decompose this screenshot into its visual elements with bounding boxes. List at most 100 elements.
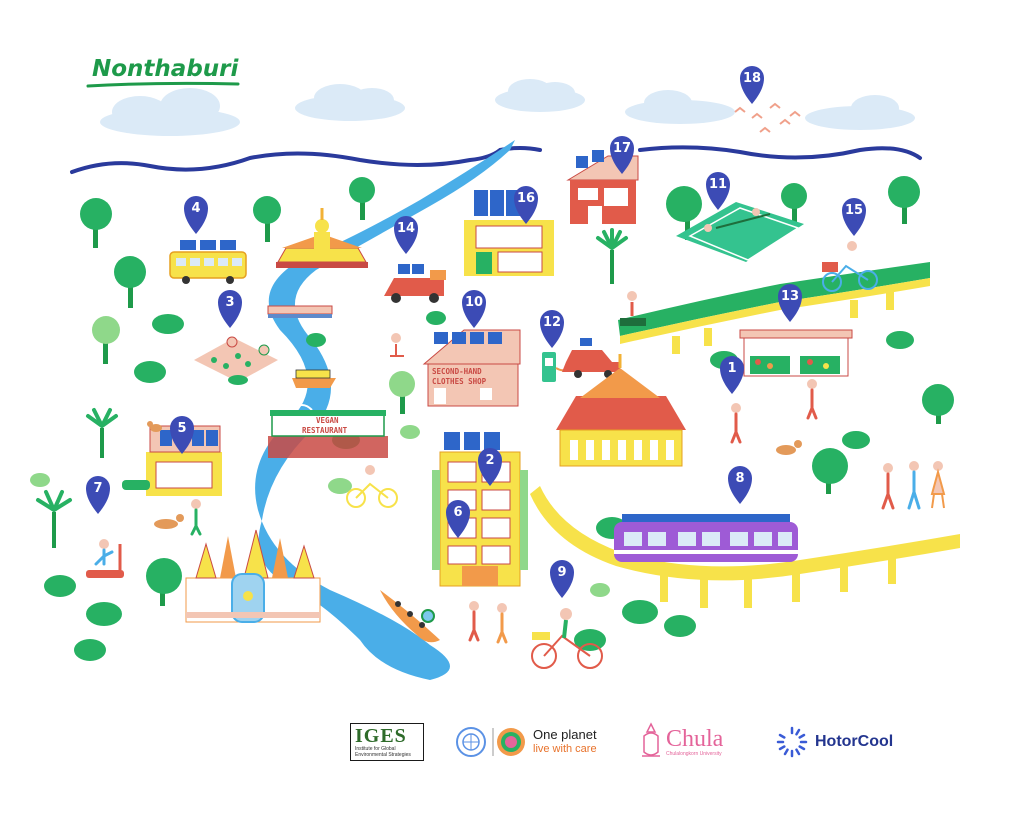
restaurant-sign: RESTAURANT xyxy=(302,426,348,435)
community-garden xyxy=(194,336,278,385)
hotorcool-name: HotorCool xyxy=(815,733,894,750)
treadmill-runner xyxy=(86,539,124,578)
person xyxy=(881,463,895,510)
person xyxy=(468,601,480,642)
dog xyxy=(154,514,184,529)
person xyxy=(390,333,404,357)
grand-temple xyxy=(185,529,321,623)
iges-logo: IGES Institute for Global Environmental … xyxy=(350,718,424,766)
map-pin-1[interactable]: 1 xyxy=(720,356,744,394)
map-pin-15[interactable]: 15 xyxy=(842,198,866,236)
clothes-shop-sign: CLOTHES SHOP xyxy=(432,377,487,386)
map-pin-label: 12 xyxy=(543,315,561,330)
map-pin-label: 9 xyxy=(557,565,566,580)
map-pin-10[interactable]: 10 xyxy=(462,290,486,328)
map-pin-label: 2 xyxy=(485,453,494,468)
cyclist-15 xyxy=(822,241,878,292)
map-title: Nonthaburi xyxy=(86,56,240,88)
tree xyxy=(812,448,848,494)
one-planet-logo: One planet live with care xyxy=(455,718,615,766)
map-pin-2[interactable]: 2 xyxy=(478,448,502,486)
map-pin-17[interactable]: 17 xyxy=(610,136,634,174)
tree xyxy=(114,256,146,308)
map-pin-label: 3 xyxy=(225,295,234,310)
trees xyxy=(36,176,954,606)
map-pin-label: 10 xyxy=(465,295,483,310)
cloud xyxy=(805,95,915,130)
person xyxy=(496,603,508,644)
tree xyxy=(389,371,415,414)
person xyxy=(190,499,202,536)
map-pin-9[interactable]: 9 xyxy=(550,560,574,598)
map-pin-label: 18 xyxy=(743,71,761,86)
dogs xyxy=(147,421,802,529)
map-pin-7[interactable]: 7 xyxy=(86,476,110,514)
river-boat xyxy=(292,369,336,388)
tree xyxy=(596,228,628,284)
tree xyxy=(922,384,954,424)
cyclist-river xyxy=(346,465,398,508)
map-pin-12[interactable]: 12 xyxy=(540,310,564,348)
tennis-court xyxy=(676,202,804,262)
cloud xyxy=(100,88,240,136)
tree xyxy=(781,183,807,222)
map-pin-8[interactable]: 8 xyxy=(728,466,752,504)
map-pin-14[interactable]: 14 xyxy=(394,216,418,254)
iges-logo-subtitle: Institute for Global Environmental Strat… xyxy=(355,746,411,758)
secondhand-sign: SECOND-HAND xyxy=(432,367,482,376)
cat xyxy=(147,421,162,432)
tree xyxy=(666,186,702,240)
person xyxy=(627,291,637,316)
palm-tree xyxy=(36,490,72,548)
map-pin-label: 15 xyxy=(845,203,863,218)
chula-logo: Chula Chulalongkorn University xyxy=(640,718,750,766)
elevated-green-way xyxy=(618,262,930,354)
map-pins[interactable]: 1 2 3 4 5 6 7 8 xyxy=(86,66,866,598)
electric-car xyxy=(562,338,620,378)
iges-logo-box: IGES Institute for Global Environmental … xyxy=(350,723,424,761)
cyclist-9 xyxy=(531,608,603,669)
rowing-boat xyxy=(380,590,440,643)
map-pin-6[interactable]: 6 xyxy=(446,500,470,538)
map-pin-label: 7 xyxy=(93,481,102,496)
cloud xyxy=(295,84,405,121)
map-pin-3[interactable]: 3 xyxy=(218,290,242,328)
person xyxy=(730,403,742,444)
map-pin-label: 4 xyxy=(191,201,200,216)
dog xyxy=(776,440,802,455)
map-pin-11[interactable]: 11 xyxy=(706,172,730,210)
cloud xyxy=(625,90,735,124)
solar-bus xyxy=(169,240,247,284)
one-planet-globe-icon xyxy=(497,728,525,756)
map-pin-label: 8 xyxy=(735,471,744,486)
person xyxy=(806,379,818,420)
solar-pickup xyxy=(384,264,446,303)
sky-train xyxy=(614,514,798,562)
map-pin-13[interactable]: 13 xyxy=(778,284,802,322)
one-planet-tagline: live with care xyxy=(533,743,597,755)
map-pin-5[interactable]: 5 xyxy=(170,416,194,454)
chula-subtitle: Chulalongkorn University xyxy=(666,751,722,757)
map-pin-label: 14 xyxy=(397,221,415,236)
tree xyxy=(349,177,375,220)
iges-logo-name: IGES xyxy=(355,725,407,747)
tree xyxy=(80,198,112,248)
map-pin-18[interactable]: 18 xyxy=(740,66,764,104)
royal-palace xyxy=(556,354,686,467)
tree xyxy=(92,316,120,364)
one-planet-name: One planet xyxy=(533,727,597,742)
un-and-one-planet-emblems xyxy=(456,727,525,757)
map-pin-4[interactable]: 4 xyxy=(184,196,208,234)
map-pin-label: 16 xyxy=(517,191,535,206)
tree xyxy=(888,176,920,224)
clouds xyxy=(100,79,915,136)
map-pin-16[interactable]: 16 xyxy=(514,186,538,224)
map-pin-label: 6 xyxy=(453,505,462,520)
golden-buddha-temple xyxy=(276,208,368,268)
second-hand-clothes-shop: SECOND-HAND CLOTHES SHOP xyxy=(422,329,521,407)
map-title-text: Nonthaburi xyxy=(92,56,239,82)
map-pin-label: 13 xyxy=(781,289,799,304)
hotorcool-sunburst-icon xyxy=(776,726,808,758)
person xyxy=(907,461,921,510)
